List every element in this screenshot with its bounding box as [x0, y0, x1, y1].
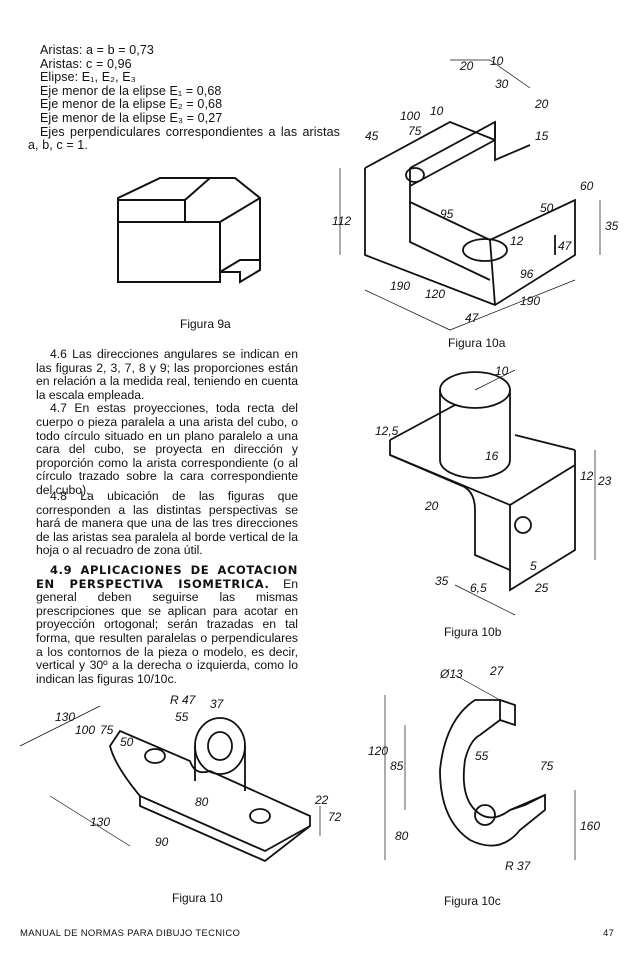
dim-label: 47: [558, 239, 573, 253]
dim-label: 100: [75, 723, 95, 737]
dim-label: 85: [390, 759, 404, 773]
param-line: Ejes perpendiculares correspondientes a …: [28, 124, 340, 153]
section-4-9-heading: 4.9 APLICACIONES DE ACOTACION EN PERSPEC…: [36, 563, 298, 591]
dim-label: 160: [580, 819, 600, 833]
footer-title: MANUAL DE NORMAS PARA DIBUJO TECNICO: [20, 928, 241, 939]
page-number: 47: [603, 928, 615, 939]
dim-label: 190: [390, 279, 410, 293]
dim-label: 75: [408, 124, 422, 138]
dim-label: 12: [510, 234, 524, 248]
figure-10c-drawing: Ø13 27 120 85 55 75 80 160 R 37: [368, 664, 600, 873]
dim-label: 5: [530, 559, 537, 573]
dim-label: 80: [195, 795, 209, 809]
dim-label: 120: [368, 744, 388, 758]
param-line: Aristas: c = 0,96: [40, 56, 132, 71]
dim-label: 130: [55, 710, 75, 724]
figure-10-caption: Figura 10: [172, 891, 223, 905]
dim-label: 50: [540, 201, 554, 215]
dim-label: 95: [440, 207, 454, 221]
section-4-7-text: 4.7 En estas proyecciones, toda recta de…: [36, 401, 298, 497]
section-4-6-text: 4.6 Las direcciones angulares se indican…: [36, 347, 298, 402]
param-line: Eje menor de la elipse E₁ = 0,68: [40, 83, 222, 98]
section-4-8: 4.8 La ubicación de las figuras que corr…: [36, 489, 298, 558]
dim-label: 75: [540, 759, 554, 773]
figure-10b-caption: Figura 10b: [444, 625, 502, 639]
dim-label: 130: [90, 815, 110, 829]
dim-label: 55: [175, 710, 189, 724]
dim-label: R 37: [505, 859, 532, 873]
section-4-8-text: 4.8 La ubicación de las figuras que corr…: [36, 489, 298, 558]
dim-label: 55: [475, 749, 489, 763]
dim-label: 10: [490, 54, 504, 68]
dim-label: 50: [120, 735, 134, 749]
dim-label: 72: [328, 810, 342, 824]
dim-label: 47: [465, 311, 480, 325]
dim-label: 23: [597, 474, 612, 488]
param-line: Eje menor de la elipse E₂ = 0,68: [40, 97, 223, 112]
dim-label: 190: [520, 294, 540, 308]
dim-label: 120: [425, 287, 445, 301]
dim-label: 60: [580, 179, 594, 193]
dim-label: 35: [435, 574, 449, 588]
dim-label: 20: [459, 59, 474, 73]
dim-label: Ø13: [439, 667, 463, 681]
figure-10a-drawing: 20 10 30 20 15 45 100 75 10 112 95 50 12…: [332, 54, 619, 331]
dim-label: 20: [534, 97, 549, 111]
dim-label: 16: [485, 449, 499, 463]
dim-label: 27: [489, 664, 505, 678]
dim-label: 37: [210, 697, 225, 711]
figure-10a-caption: Figura 10a: [448, 336, 506, 350]
param-line: Aristas: a = b = 0,73: [40, 43, 154, 57]
figure-9a-caption: Figura 9a: [180, 317, 231, 331]
dim-label: 80: [395, 829, 409, 843]
dim-label: 35: [605, 219, 619, 233]
dim-label: 75: [100, 723, 114, 737]
dim-label: 112: [332, 214, 351, 228]
param-line: Elipse: E₁, E₂, E₃: [40, 70, 136, 85]
dim-label: 22: [314, 793, 329, 807]
dim-label: 20: [424, 499, 439, 513]
param-line: Eje menor de la elipse E₃ = 0,27: [40, 110, 223, 125]
section-4-6: 4.6 Las direcciones angulares se indican…: [36, 347, 298, 498]
dim-label: 30: [495, 77, 509, 91]
figure-10-drawing: 130 100 75 50 R 47 55 37 130 80 90 22 72: [19, 693, 342, 863]
dim-label: 10: [495, 364, 509, 378]
dim-label: R 47: [170, 693, 197, 707]
dim-label: 10: [430, 104, 444, 118]
section-4-9-text: En general deben seguirse las mismas pre…: [36, 576, 299, 686]
dim-label: 100: [400, 109, 420, 123]
figure-9a-drawing: [117, 177, 261, 284]
section-4-9: 4.9 APLICACIONES DE ACOTACION EN PERSPEC…: [36, 563, 299, 686]
figure-10b-drawing: 10 12,5 16 12 23 20 5 35 6,5 25: [375, 364, 612, 616]
dim-label: 12,5: [375, 424, 399, 438]
dim-label: 45: [365, 129, 379, 143]
dim-label: 90: [155, 835, 169, 849]
dim-label: 12: [580, 469, 594, 483]
figure-10c-caption: Figura 10c: [444, 894, 501, 908]
dim-label: 6,5: [470, 581, 487, 595]
dim-label: 96: [520, 267, 534, 281]
dim-label: 25: [534, 581, 549, 595]
isometric-parameters: Aristas: a = b = 0,73 Aristas: c = 0,96 …: [28, 43, 340, 153]
dim-label: 15: [535, 129, 549, 143]
